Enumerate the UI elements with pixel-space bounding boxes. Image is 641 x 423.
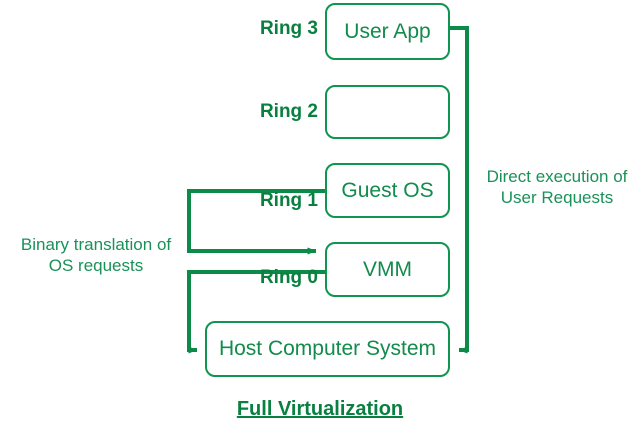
connector-guestos-to-vmm <box>187 189 325 255</box>
ring-label-ring-1: Ring 1 <box>259 190 318 211</box>
ring-label-ring-2: Ring 2 <box>259 101 318 122</box>
ring-label-ring-0: Ring 0 <box>259 267 318 288</box>
connector-userapp-to-host <box>450 26 469 354</box>
connector-vmm-to-host <box>187 270 325 354</box>
annotation-binary-translation: Binary translation of OS requests <box>20 235 172 275</box>
ring-label-ring-3: Ring 3 <box>259 18 318 39</box>
box-ring2-empty[interactable] <box>325 85 450 139</box>
box-host-computer-system[interactable]: Host Computer System <box>205 321 450 377</box>
annotation-direct-execution: Direct execution of User Requests <box>486 167 628 207</box>
box-guest-os[interactable]: Guest OS <box>325 163 450 218</box>
diagram-title: Full Virtualization <box>236 398 404 420</box>
box-user-app[interactable]: User App <box>325 3 450 60</box>
box-vmm[interactable]: VMM <box>325 242 450 297</box>
